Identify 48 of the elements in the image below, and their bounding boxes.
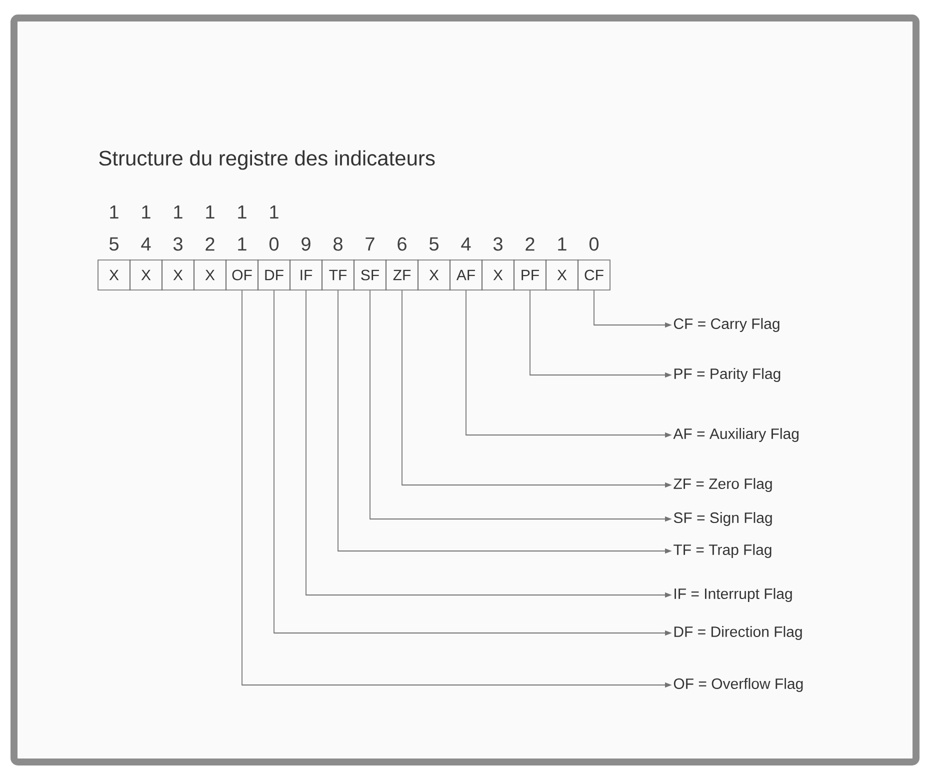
- register-cell: X: [546, 260, 578, 290]
- register-cell: IF: [290, 260, 322, 290]
- bit-number: 8: [334, 237, 342, 251]
- register-cell: DF: [258, 260, 290, 290]
- flag-description: TF = Trap Flag: [674, 544, 772, 558]
- bit-number: 1: [238, 205, 246, 219]
- bit-number: 1: [142, 205, 150, 219]
- flag-description: CF = Carry Flag: [674, 318, 780, 332]
- bit-number: 4: [461, 237, 471, 251]
- flag-description: IF = Interrupt Flag: [674, 588, 792, 602]
- bit-number: 2: [206, 237, 214, 251]
- register-cell: PF: [514, 260, 546, 290]
- bit-number: 1: [270, 205, 278, 219]
- title: Structure du registre des indicateurs: [99, 150, 435, 170]
- bit-number: 3: [493, 237, 502, 251]
- bit-number: 1: [238, 237, 246, 251]
- bit-number: 6: [398, 237, 406, 251]
- bit-number: 1: [206, 205, 214, 219]
- bit-number: 5: [109, 237, 118, 251]
- bit-number: 9: [302, 237, 310, 251]
- register-cell: X: [162, 260, 194, 290]
- bit-number: 0: [589, 237, 599, 251]
- bit-number: 1: [558, 237, 566, 251]
- register-cell: TF: [322, 260, 354, 290]
- register-cell: X: [98, 260, 130, 290]
- register-cell: X: [482, 260, 514, 290]
- register-cell: X: [418, 260, 450, 290]
- register-cell: CF: [578, 260, 610, 290]
- bit-number: 1: [110, 205, 118, 219]
- flag-description: AF = Auxiliary Flag: [673, 428, 798, 442]
- register-cell: ZF: [386, 260, 418, 290]
- bit-number: 1: [174, 205, 182, 219]
- bit-number: 3: [173, 237, 182, 251]
- register-cell: OF: [226, 260, 258, 290]
- bit-number: 0: [269, 237, 279, 251]
- flag-description: ZF = Zero Flag: [674, 478, 772, 492]
- bit-number: 7: [366, 237, 374, 251]
- bit-number: 5: [429, 237, 438, 251]
- register-cell: AF: [450, 260, 482, 290]
- bit-number: 4: [141, 237, 151, 251]
- flag-description: OF = Overflow Flag: [674, 678, 803, 692]
- register-cell: X: [130, 260, 162, 290]
- bit-number: 2: [526, 237, 534, 251]
- register-cell: X: [194, 260, 226, 290]
- flag-description: SF = Sign Flag: [674, 512, 772, 526]
- register-cell: SF: [354, 260, 386, 290]
- flag-description: PF = Parity Flag: [674, 368, 780, 382]
- flag-description: DF = Direction Flag: [674, 626, 802, 640]
